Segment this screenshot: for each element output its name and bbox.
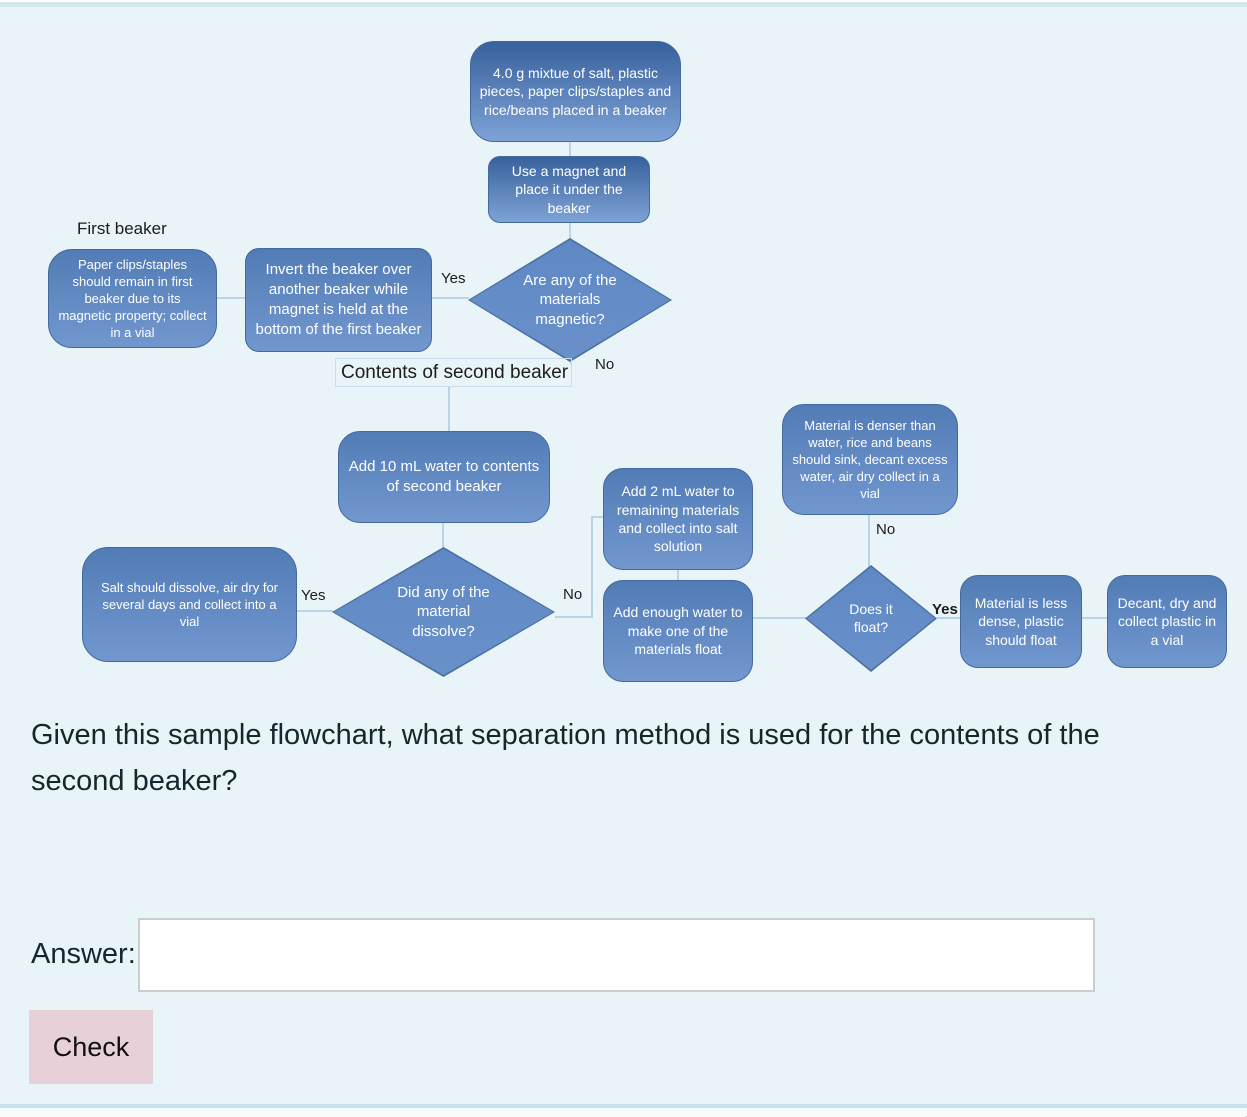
label-first-beaker: First beaker (77, 219, 167, 238)
flowchart-decision-magnetic: Are any of the materials magnetic? (468, 238, 672, 362)
flowchart-node-less-dense: Material is less dense, plastic should f… (960, 575, 1082, 668)
flowchart-node-decant: Decant, dry and collect plastic in a via… (1107, 575, 1227, 668)
label-dissolve-yes: Yes (301, 587, 326, 604)
connector-line (442, 523, 444, 548)
flowchart-node-add-enough-water: Add enough water to make one of the mate… (603, 580, 753, 682)
question-text: Given this sample flowchart, what separa… (31, 719, 1100, 797)
flowchart-node-invert-beaker: Invert the beaker over another beaker wh… (245, 248, 432, 352)
connector-line (432, 297, 469, 299)
flowchart-node-magnet: Use a magnet and place it under the beak… (488, 156, 650, 223)
connector-line (868, 515, 870, 567)
flowchart-node-start: 4.0 g mixtue of salt, plastic pieces, pa… (470, 41, 681, 142)
flowchart-node-add-2ml: Add 2 mL water to remaining materials an… (603, 468, 753, 570)
connector-line (591, 516, 593, 618)
connector-line (677, 570, 679, 581)
label-dissolve-no: No (563, 586, 583, 603)
answer-label: Answer: (31, 938, 136, 970)
connector-line (1082, 617, 1108, 619)
label-magnetic-yes: Yes (441, 270, 466, 287)
connector-line (569, 222, 571, 240)
answer-input[interactable] (138, 918, 1095, 992)
connector-line (937, 617, 961, 619)
connector-line (555, 616, 593, 618)
connector-line (753, 617, 806, 619)
connector-line (217, 297, 246, 299)
flowchart-node-paper-clips: Paper clips/staples should remain in fir… (48, 249, 217, 348)
flowchart-node-denser: Material is denser than water, rice and … (782, 404, 958, 515)
connector-line (297, 610, 333, 612)
label-contents-second-beaker: Contents of second beaker (335, 358, 572, 387)
label-float-no: No (876, 521, 896, 538)
top-divider (0, 2, 1247, 7)
flowchart-node-add-10ml: Add 10 mL water to contents of second be… (338, 431, 550, 523)
connector-line (448, 387, 450, 432)
flowchart-decision-dissolve: Did any of the material dissolve? (332, 547, 555, 677)
connector-line (569, 140, 571, 157)
connector-line (593, 516, 604, 518)
top-strip (0, 0, 1247, 2)
bottom-strip (0, 1108, 1247, 1117)
label-float-yes: Yes (932, 601, 958, 618)
flowchart-decision-float: Does it float? (805, 565, 937, 672)
bottom-divider (0, 1104, 1247, 1108)
label-magnetic-no: No (595, 356, 615, 373)
flowchart-node-salt-dissolve: Salt should dissolve, air dry for severa… (82, 547, 297, 662)
check-button[interactable]: Check (29, 1010, 153, 1084)
